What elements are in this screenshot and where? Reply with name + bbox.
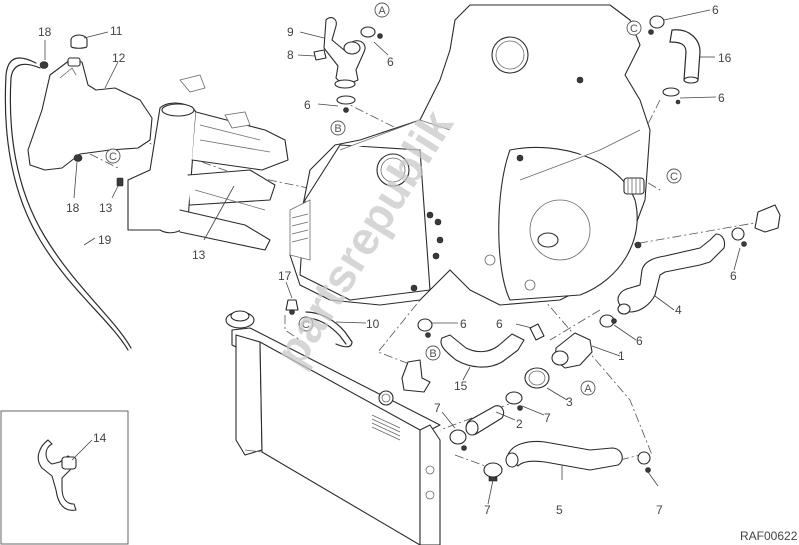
clamp-6-hose15-right xyxy=(529,323,545,341)
callout-14: 14 xyxy=(93,431,107,445)
drawing-code: RAF00622 xyxy=(740,529,798,543)
callouts: 11 18 12 18 13 13 19 9 8 6 6 6 16 6 6 4 … xyxy=(38,3,737,517)
ref-c-top: C xyxy=(626,20,642,36)
tank-cap xyxy=(70,34,88,49)
callout-18-top: 18 xyxy=(38,25,52,39)
callout-1: 1 xyxy=(618,349,625,363)
clamp-6-hose15-left xyxy=(417,318,433,338)
callout-19: 19 xyxy=(98,233,112,247)
expansion-tank xyxy=(27,57,153,171)
ref-a-top: A xyxy=(374,2,390,18)
ref-b-bottom: B xyxy=(425,345,441,361)
callout-13-right: 13 xyxy=(192,248,206,262)
callout-16: 16 xyxy=(718,51,732,65)
callout-17: 17 xyxy=(278,269,292,283)
callout-15: 15 xyxy=(454,379,468,393)
svg-text:B: B xyxy=(334,123,341,135)
seal-ring xyxy=(524,367,550,389)
clamp-6-hose16-top xyxy=(648,15,665,35)
callout-6-union-bottom: 6 xyxy=(304,98,311,112)
clamp-7-hose5-left xyxy=(483,462,503,482)
callout-2: 2 xyxy=(516,417,523,431)
oil-filter xyxy=(623,177,645,195)
callout-7-hose5-right: 7 xyxy=(656,503,663,517)
callout-6-union-top: 6 xyxy=(387,55,394,69)
ref-a-bottom: A xyxy=(580,380,596,396)
callout-4: 4 xyxy=(675,303,682,317)
callout-6-hose4-left: 6 xyxy=(636,334,643,348)
screw-8 xyxy=(313,49,327,61)
clamp-7-hose2-right xyxy=(505,391,523,411)
clamp-7-hose2-left xyxy=(449,429,467,451)
callout-6-hose15-left: 6 xyxy=(460,317,467,331)
clip-14 xyxy=(37,439,77,511)
callout-10: 10 xyxy=(366,317,380,331)
ref-b-top: B xyxy=(330,120,346,136)
callout-6-hose4-right: 6 xyxy=(730,269,737,283)
callout-3: 3 xyxy=(566,395,573,409)
svg-text:C: C xyxy=(109,151,117,163)
clamp-17 xyxy=(285,299,299,315)
ref-c-radiator: C xyxy=(298,316,314,332)
callout-9: 9 xyxy=(287,25,294,39)
callout-7-hose5-left: 7 xyxy=(484,503,491,517)
callout-7-hose2-left: 7 xyxy=(434,401,441,415)
callout-6-hose15-right: 6 xyxy=(496,317,503,331)
callout-5: 5 xyxy=(556,503,563,517)
thermostat xyxy=(551,332,593,369)
union-fitting xyxy=(323,17,366,89)
ref-c-engine: C xyxy=(666,168,682,184)
clamp-18-bottom xyxy=(73,154,83,162)
radiator xyxy=(225,310,441,545)
svg-text:C: C xyxy=(670,171,678,183)
radiator-fitting-b xyxy=(401,359,431,393)
leader-lines xyxy=(44,9,741,505)
callout-6-hose16-bottom: 6 xyxy=(718,91,725,105)
callout-13-left: 13 xyxy=(99,201,113,215)
water-pump-outlet xyxy=(754,204,781,233)
clamp-6-union-top xyxy=(360,26,383,39)
hose-4 xyxy=(617,233,726,315)
inset-frame xyxy=(0,410,129,545)
svg-text:A: A xyxy=(378,5,386,17)
clamp-6-union-bottom xyxy=(336,95,356,113)
svg-text:B: B xyxy=(429,348,436,360)
screw-13-left xyxy=(116,177,124,187)
callout-6-hose16-top: 6 xyxy=(712,3,719,17)
frame xyxy=(127,74,289,251)
callout-11: 11 xyxy=(110,24,123,38)
callout-12: 12 xyxy=(112,51,126,65)
clamp-18-top xyxy=(39,61,49,69)
hose-2 xyxy=(465,405,505,436)
ref-c-tank: C xyxy=(105,148,121,164)
callout-8: 8 xyxy=(287,48,294,62)
engine xyxy=(289,4,651,306)
hose-16 xyxy=(669,29,701,84)
clamp-6-hose4-left xyxy=(599,314,617,328)
hose-5 xyxy=(505,440,623,471)
head-ribs xyxy=(291,213,309,243)
svg-text:C: C xyxy=(302,319,310,331)
svg-text:C: C xyxy=(630,23,638,35)
callout-7-hose2-right: 7 xyxy=(544,411,551,425)
radiator-fins xyxy=(371,414,401,441)
overflow-hose xyxy=(4,57,132,351)
callout-18-bottom: 18 xyxy=(66,201,80,215)
clamp-6-hose4-right xyxy=(731,227,747,247)
clamp-7-hose5-right xyxy=(637,451,651,473)
hose-15 xyxy=(440,333,525,368)
svg-text:A: A xyxy=(584,383,592,395)
clamp-6-hose16-bottom xyxy=(662,87,681,105)
